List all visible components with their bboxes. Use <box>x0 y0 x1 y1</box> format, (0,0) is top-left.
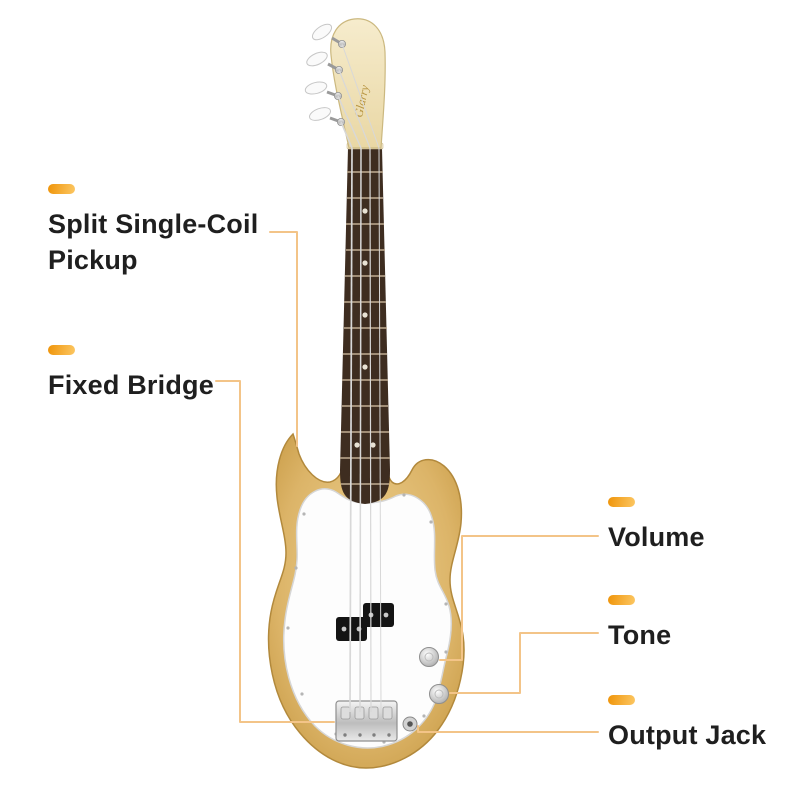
bridge-saddles <box>340 706 393 720</box>
callout-label-bridge: Fixed Bridge <box>48 370 214 400</box>
leader-lines <box>215 231 599 733</box>
callout-volume: Volume <box>608 497 778 556</box>
leader-line-pickup <box>269 231 298 447</box>
leader-line-bridge <box>215 380 335 723</box>
volume-knob <box>419 647 439 667</box>
callout-tone: Tone <box>608 595 778 654</box>
callout-pickup: Split Single-Coil Pickup <box>48 184 298 278</box>
callout-label-volume: Volume <box>608 522 705 552</box>
accent-dash-icon <box>48 184 75 194</box>
tone-knob <box>429 684 449 704</box>
leader-line-tone <box>449 632 599 694</box>
fretboard <box>340 148 390 504</box>
neck-fretboard <box>340 142 390 504</box>
accent-dash-icon <box>608 497 635 507</box>
headstock-outline <box>330 18 386 149</box>
accent-dash-icon <box>608 695 635 705</box>
fixed-bridge <box>335 700 398 742</box>
tuner-pegs <box>304 23 346 127</box>
callout-bridge: Fixed Bridge <box>48 345 278 404</box>
accent-dash-icon <box>48 345 75 355</box>
accent-dash-icon <box>608 595 635 605</box>
brand-logo: Glarry <box>351 83 372 119</box>
callout-label-pickup: Split Single-Coil Pickup <box>48 209 259 275</box>
headstock: Glarry <box>330 18 386 149</box>
callout-output-jack: Output Jack <box>608 695 788 754</box>
callout-label-output-jack: Output Jack <box>608 720 767 750</box>
bridge-screws <box>343 733 391 737</box>
fret-inlay-dots <box>354 208 376 448</box>
leader-line-volume <box>439 535 599 661</box>
tuner-peg <box>306 51 343 75</box>
tuner-peg <box>311 23 346 49</box>
strings <box>337 43 382 713</box>
output-jack <box>402 716 418 732</box>
callout-label-tone: Tone <box>608 620 672 650</box>
leader-line-output-jack <box>417 725 599 733</box>
tuner-peg <box>308 107 345 127</box>
tuner-peg <box>304 81 342 101</box>
